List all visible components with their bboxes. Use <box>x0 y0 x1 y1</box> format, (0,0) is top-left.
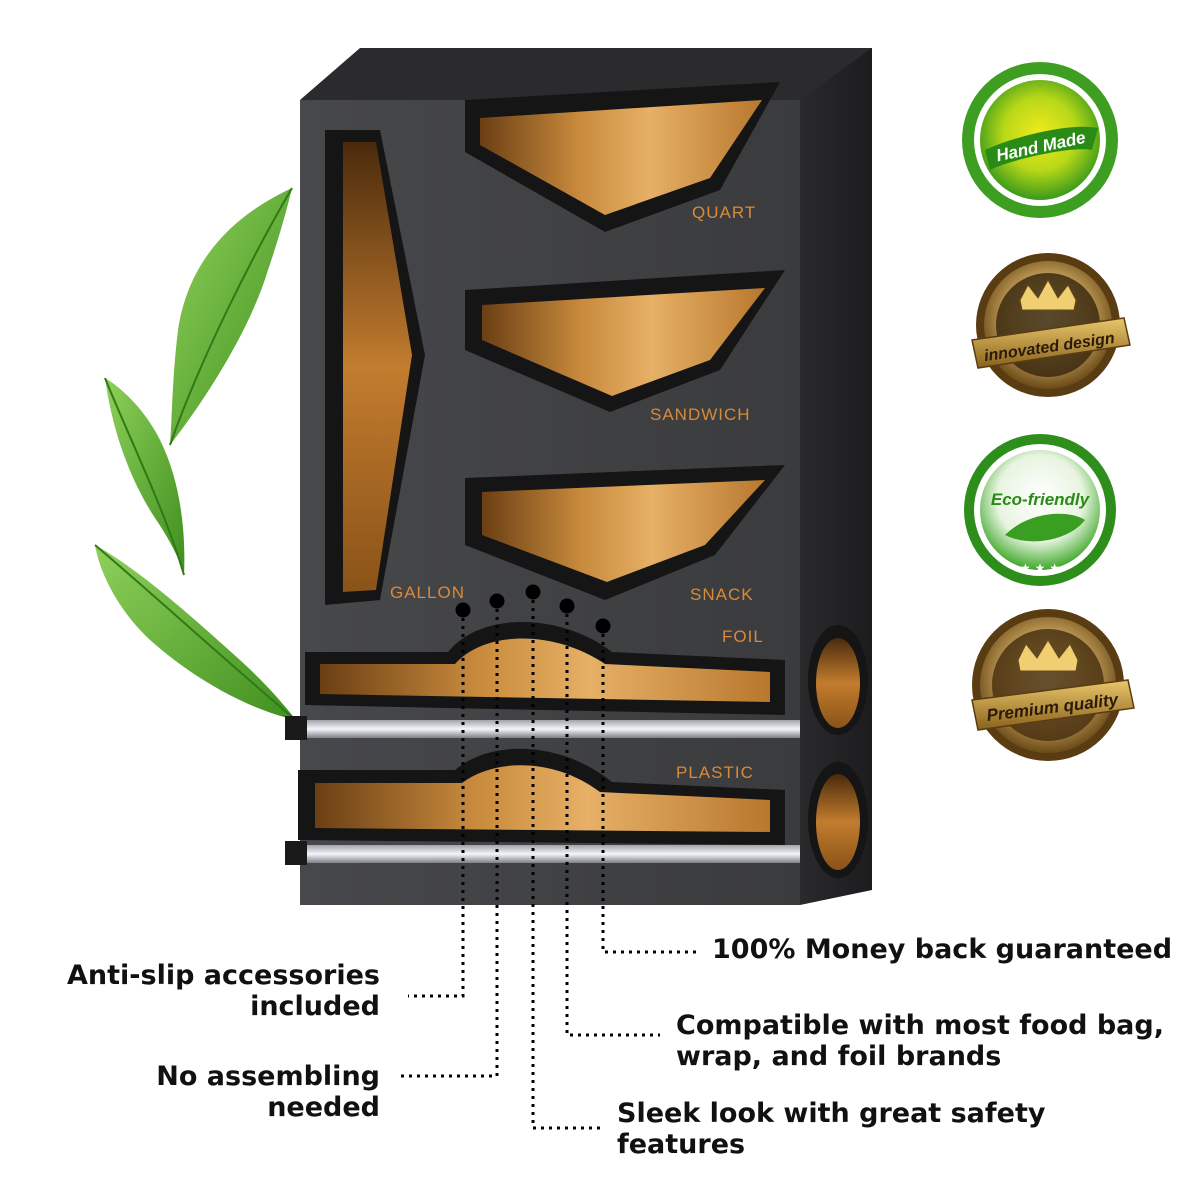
compatible-callout: Compatible with most food bag, wrap, and… <box>676 1010 1164 1072</box>
snack-label: SNACK <box>690 585 754 604</box>
sleek-line-1: Sleek look with great safety <box>617 1098 1046 1129</box>
premium-quality-badge: Premium quality <box>971 609 1135 761</box>
quart-label: QUART <box>692 203 756 222</box>
sleek-callout: Sleek look with great safety features <box>617 1098 1045 1160</box>
anti-slip-line-2: included <box>250 991 380 1022</box>
leaf-icon <box>170 188 292 445</box>
money-back-callout: 100% Money back guaranteed <box>712 934 1173 965</box>
eco-friendly-text: Eco-friendly <box>991 490 1091 509</box>
no-assembling-callout: No assembling needed <box>156 1061 380 1123</box>
crown-icon <box>1019 278 1077 311</box>
compatible-line-1: Compatible with most food bag, <box>676 1010 1164 1041</box>
hand-made-badge: Hand Made <box>962 62 1118 218</box>
foil-label: FOIL <box>722 627 764 646</box>
foil-cutter-rail <box>285 720 800 738</box>
bamboo-leaves <box>94 187 297 721</box>
eco-friendly-badge: Eco-friendly ★ ★ ★ <box>964 434 1116 586</box>
crown-icon <box>1017 639 1079 672</box>
leaf-eco-icon <box>1005 513 1085 542</box>
plastic-label: PLASTIC <box>676 763 754 782</box>
plastic-cutter-rail <box>285 845 800 863</box>
stars-icon: ★ ★ ★ <box>1020 561 1060 575</box>
dispenser-body: QUART SANDWICH GALLON SNACK FOIL PLASTIC <box>285 48 872 905</box>
gallon-label: GALLON <box>390 583 465 602</box>
sandwich-label: SANDWICH <box>650 405 751 424</box>
innovated-design-badge: innovated design <box>971 253 1131 397</box>
anti-slip-callout: Anti-slip accessories included <box>60 960 380 1022</box>
anti-slip-line-1: Anti-slip accessories <box>67 960 380 991</box>
callout-leaders <box>400 584 700 1130</box>
sleek-line-2: features <box>617 1129 746 1160</box>
compatible-line-2: wrap, and foil brands <box>676 1041 1002 1072</box>
